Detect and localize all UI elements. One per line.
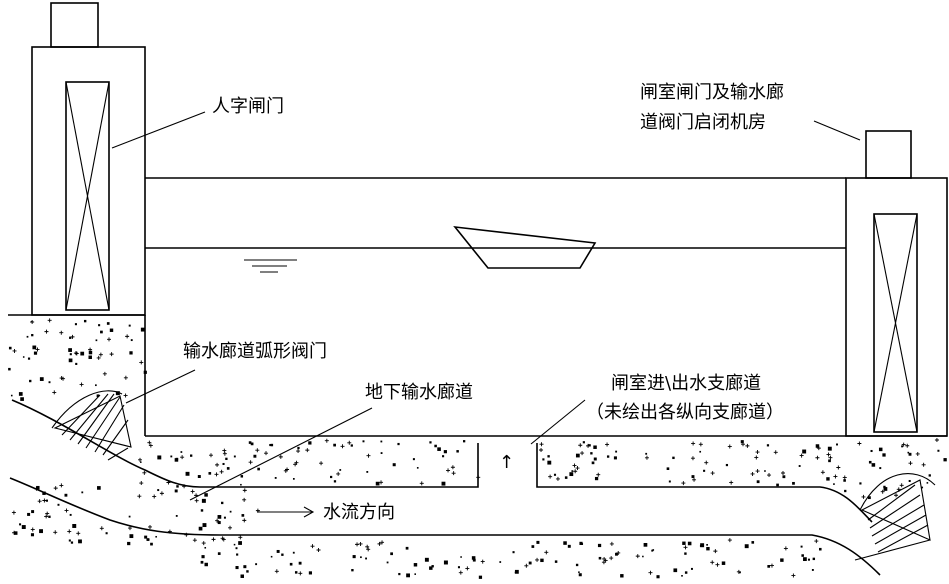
up-arrow-icon: ↑: [499, 452, 514, 473]
upstream-gate-slot: [65, 81, 110, 311]
soil-texture: [8, 318, 947, 579]
downstream-gate-tower: [845, 130, 948, 437]
downstream-hoist-house: [865, 130, 912, 179]
leader-culvert: [189, 407, 373, 501]
leader-miter-gate: [111, 111, 206, 149]
water-level-symbol-icon: [244, 259, 297, 273]
upstream-tower-body: [31, 46, 146, 316]
label-branch-line1: 闸室进\出水支廊道: [611, 373, 761, 394]
label-valve-house-line1: 闸室闸门及输水廊: [640, 82, 784, 103]
upstream-hoist-house: [50, 2, 99, 48]
right-arrow-icon: [257, 506, 315, 518]
label-valve-house-line2: 道阀门启闭机房: [640, 112, 766, 133]
leader-radial-valve: [125, 369, 196, 404]
downstream-tower-body: [845, 177, 948, 437]
boat-icon: [453, 225, 597, 269]
label-flow-direction: 水流方向: [323, 502, 395, 523]
leader-valve-house: [813, 120, 861, 141]
downstream-gate-slot: [873, 213, 918, 433]
leader-branch: [530, 399, 586, 445]
label-miter-gate: 人字闸门: [212, 96, 284, 117]
label-radial-valve: 输水廊道弧形阀门: [183, 341, 327, 362]
lock-chamber: [144, 177, 846, 437]
upstream-gate-tower: [31, 2, 146, 316]
label-branch-line2: （未绘出各纵向支廊道）: [586, 402, 784, 423]
radial-valve-right-icon: [854, 473, 936, 561]
underground-culvert-outline: [9, 399, 881, 576]
label-underground-culvert: 地下输水廊道: [365, 382, 473, 403]
